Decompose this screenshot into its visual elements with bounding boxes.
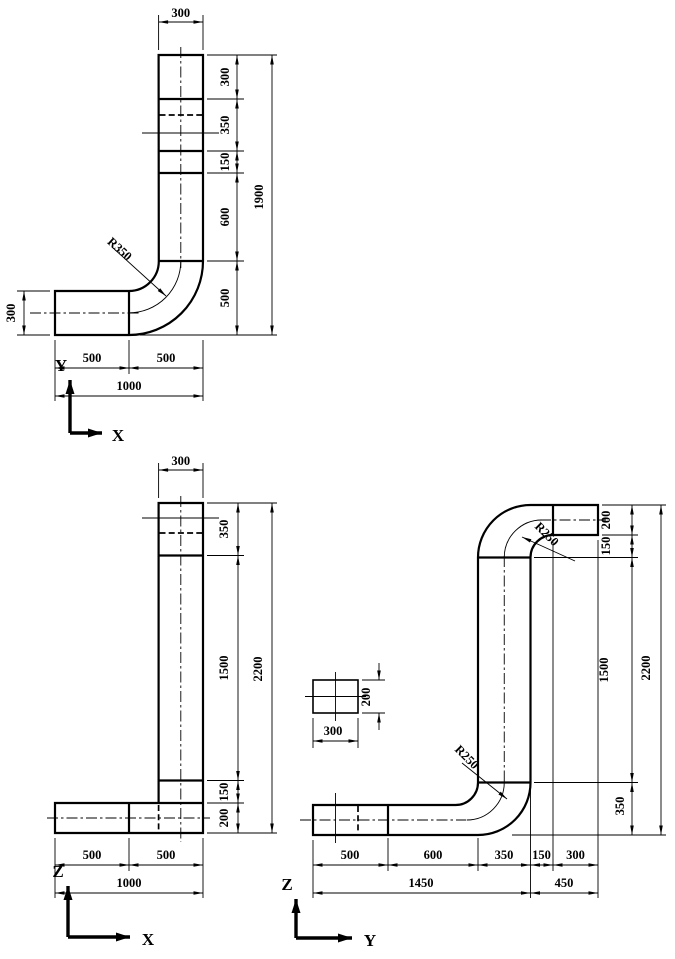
side-axis-indicator: Z Y <box>281 875 376 950</box>
dim-plan-bottom-total: 1000 <box>117 379 142 393</box>
dim-side-bottom-seg4: 150 <box>532 848 551 862</box>
dim-side-bottom-total1: 1450 <box>409 876 434 890</box>
bend-centerline-arc <box>503 519 542 558</box>
axis-label-horizontal: X <box>112 426 125 445</box>
side-dimensions: 200 150 1500 350 2200 500 600 350 150 30… <box>312 504 666 898</box>
dim-front-bottom-seg2: 500 <box>157 848 176 862</box>
front-view: 300 350 1500 150 200 2200 500 500 1000 <box>47 454 277 949</box>
dim-side-bottom-seg3: 350 <box>495 848 514 862</box>
dim-side-bottom-seg1: 500 <box>341 848 360 862</box>
side-part-outline <box>300 503 606 843</box>
dim-plan-right-seg2: 350 <box>218 116 232 135</box>
axis-label-vertical: Z <box>281 875 292 894</box>
front-dimensions: 300 350 1500 150 200 2200 500 500 1000 <box>54 454 277 898</box>
dim-plan-bottom-seg1: 500 <box>83 351 102 365</box>
dim-front-right-seg1: 350 <box>217 520 231 539</box>
dim-side-right-seg1: 200 <box>599 511 613 530</box>
front-axis-indicator: Z X <box>52 862 155 949</box>
duct-outline <box>53 53 205 337</box>
dim-front-right-total: 2200 <box>251 657 265 682</box>
axis-label-vertical: Y <box>55 356 67 375</box>
dim-front-top-width: 300 <box>171 454 190 468</box>
bend-centerline-arc <box>466 782 505 821</box>
dim-section-height: 200 <box>359 688 373 707</box>
dim-side-right-seg2: 150 <box>599 537 613 556</box>
dim-plan-right-total: 1900 <box>252 185 266 210</box>
dim-plan-right-seg3: 150 <box>218 153 232 172</box>
axis-label-vertical: Z <box>52 862 63 881</box>
side-view: 300 200 200 150 1500 350 2200 <box>281 503 666 950</box>
dim-side-right-seg4: 350 <box>613 797 627 816</box>
dim-section-width: 300 <box>324 724 343 738</box>
dim-plan-bend-radius: R350 <box>105 235 135 264</box>
dim-side-bottom-total2: 450 <box>555 876 574 890</box>
dim-front-right-seg4: 200 <box>217 809 231 828</box>
dim-plan-bottom-seg2: 500 <box>157 351 176 365</box>
plan-view: 300 300 350 150 600 500 1900 300 <box>4 6 277 445</box>
dim-side-right-total: 2200 <box>639 656 653 681</box>
axis-label-horizontal: Y <box>364 931 376 950</box>
bend-centerline-arc <box>128 260 182 314</box>
plan-part-outline <box>30 47 219 337</box>
axis-label-horizontal: X <box>142 930 155 949</box>
plan-dimensions: 300 300 350 150 600 500 1900 300 <box>4 6 277 401</box>
dim-plan-right-seg5: 500 <box>218 289 232 308</box>
plan-axis-indicator: Y X <box>55 356 125 445</box>
dim-plan-top-width: 300 <box>171 6 190 20</box>
dim-side-bottom-seg2: 600 <box>424 848 443 862</box>
dim-plan-left-height: 300 <box>4 304 18 323</box>
dim-side-bottom-seg5: 300 <box>566 848 585 862</box>
dim-front-right-seg2: 1500 <box>217 656 231 681</box>
duct-outline <box>311 503 600 837</box>
dim-plan-right-seg1: 300 <box>218 68 232 87</box>
dim-plan-right-seg4: 600 <box>218 208 232 227</box>
dim-front-bottom-seg1: 500 <box>83 848 102 862</box>
front-part-outline <box>47 496 219 842</box>
dim-side-bend-radius-upper: R250 <box>532 519 562 549</box>
dim-front-right-seg3: 150 <box>217 783 231 802</box>
duct-cross-section: 300 200 <box>305 663 385 748</box>
dim-side-right-seg3: 1500 <box>597 658 611 683</box>
dim-front-bottom-total: 1000 <box>117 876 142 890</box>
